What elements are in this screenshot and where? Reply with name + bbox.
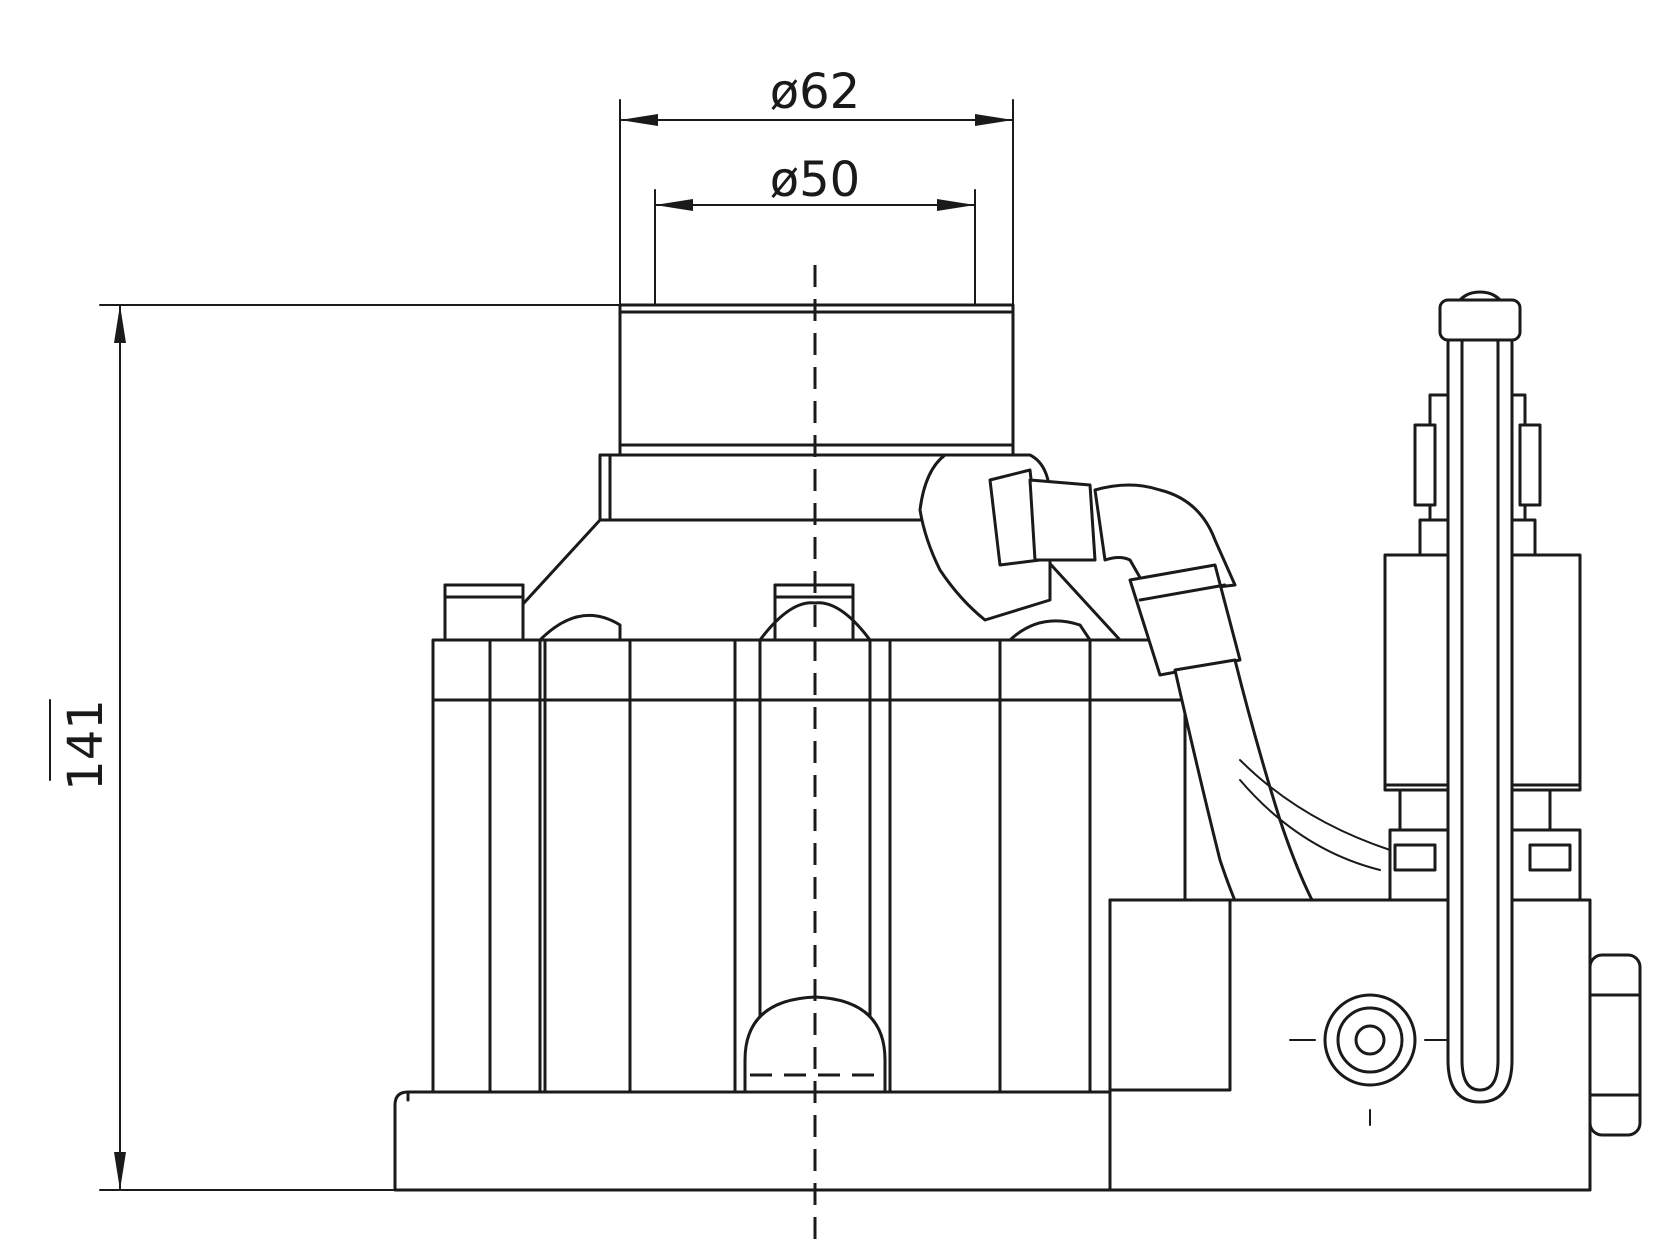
arrowhead-bottom xyxy=(114,1152,126,1190)
inner-diameter-label: ø50 xyxy=(770,152,860,208)
pump-housing xyxy=(431,453,1187,1094)
side-nut-icon xyxy=(1588,953,1642,1137)
arrowhead-top xyxy=(114,305,126,343)
dimension-outer-diameter: ø62 xyxy=(619,64,1014,311)
arrowhead-right xyxy=(937,199,975,211)
height-label: 141 xyxy=(58,699,114,791)
circular-fitting xyxy=(1289,993,1451,1126)
arrowhead-left xyxy=(620,114,658,126)
pipe-loop xyxy=(1438,290,1522,1104)
side-port-fitting xyxy=(918,453,1242,677)
arrowhead-left xyxy=(655,199,693,211)
valve-block xyxy=(1108,788,1642,1192)
outer-diameter-label: ø62 xyxy=(770,64,860,120)
dimension-inner-diameter: ø50 xyxy=(654,152,976,311)
arrowhead-right xyxy=(975,114,1013,126)
dimension-height: 141 xyxy=(49,304,621,1191)
